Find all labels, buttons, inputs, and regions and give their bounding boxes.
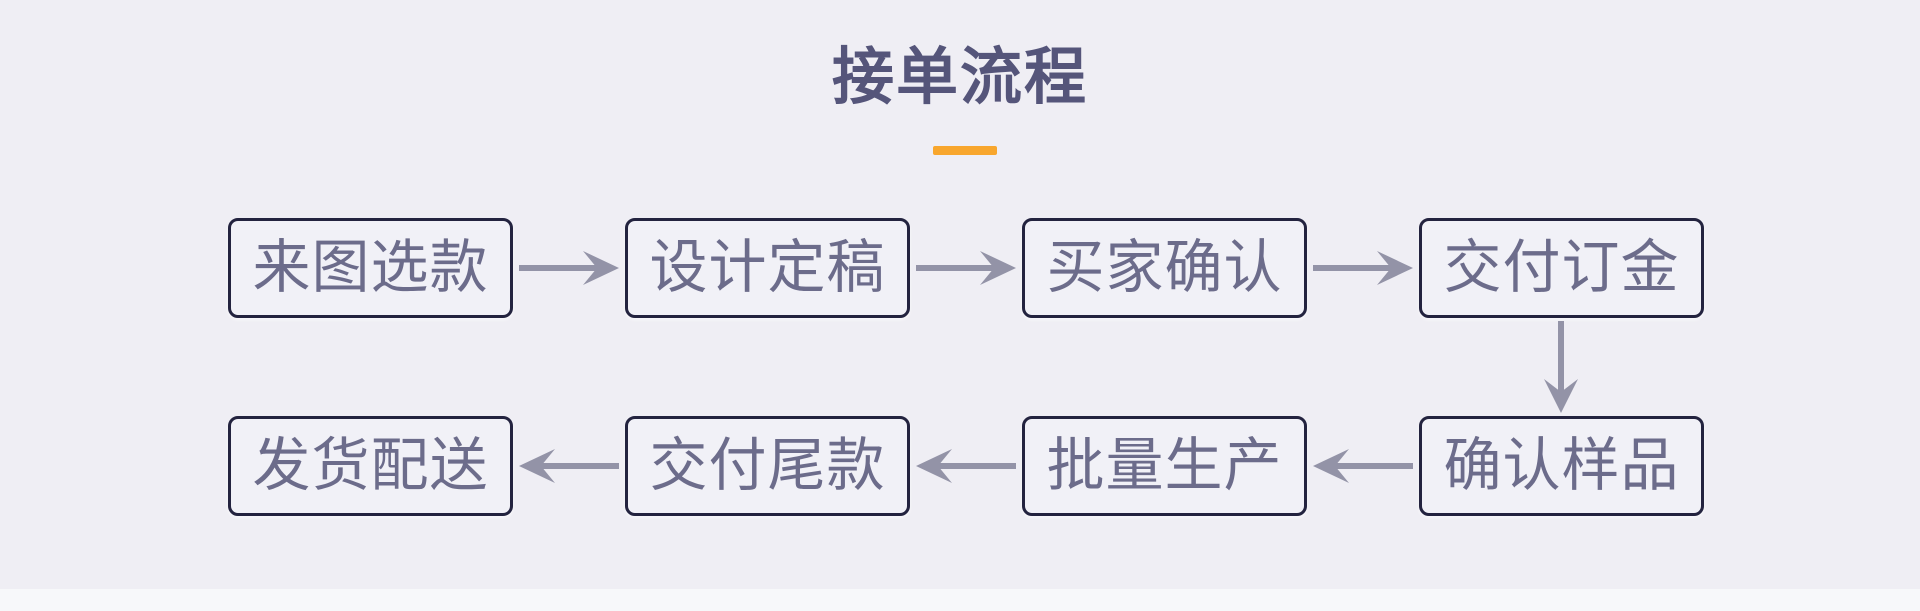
flow-step-2: 设计定稿: [625, 218, 910, 318]
flow-step-3: 买家确认: [1022, 218, 1307, 318]
flow-step-5: 确认样品: [1419, 416, 1704, 516]
flow-step-label: 交付尾款: [649, 433, 886, 498]
flow-step-label: 确认样品: [1443, 433, 1680, 498]
arrow-right-icon: [916, 251, 1016, 285]
page-title: 接单流程: [831, 44, 1088, 112]
flow-step-6: 批量生产: [1022, 416, 1307, 516]
flow-step-label: 发货配送: [252, 433, 489, 498]
flow-step-label: 交付订金: [1443, 235, 1680, 300]
arrow-left-icon: [519, 449, 619, 483]
flow-step-label: 批量生产: [1046, 433, 1283, 498]
arrow-right-icon: [519, 251, 619, 285]
flow-step-8: 发货配送: [228, 416, 513, 516]
flow-step-label: 设计定稿: [649, 235, 886, 300]
arrow-left-icon: [1313, 449, 1413, 483]
arrow-left-icon: [916, 449, 1016, 483]
flow-step-4: 交付订金: [1419, 218, 1704, 318]
flow-step-label: 买家确认: [1046, 235, 1283, 300]
title-accent-bar: [933, 146, 997, 155]
flow-step-7: 交付尾款: [625, 416, 910, 516]
flow-step-label: 来图选款: [252, 235, 489, 300]
arrow-right-icon: [1313, 251, 1413, 285]
arrow-down-icon: [1544, 321, 1578, 413]
bottom-strip: [0, 589, 1920, 611]
flow-step-1: 来图选款: [228, 218, 513, 318]
